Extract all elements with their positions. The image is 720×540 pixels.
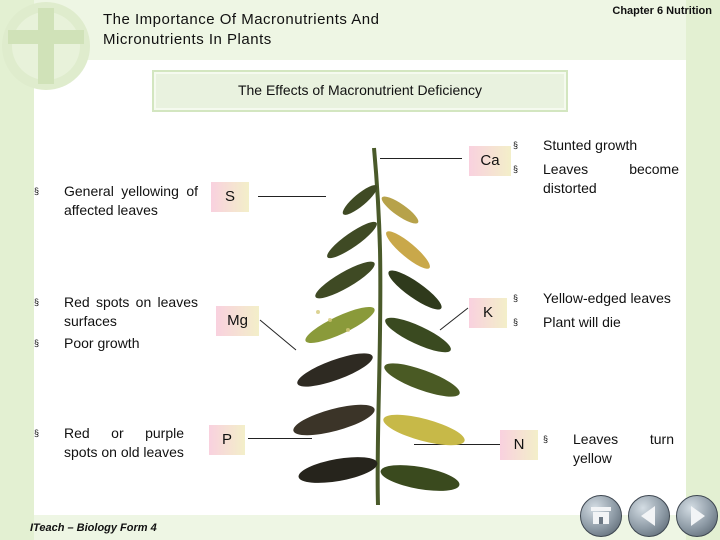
nutrient-tag-ca: Ca [469, 146, 511, 176]
banner-text: The Effects of Macronutrient Deficiency [237, 82, 483, 98]
list-item: §Leaves turn yellow [543, 431, 674, 466]
n-effects-list: §Leaves turn yellow [543, 430, 674, 468]
back-arrow-icon [641, 506, 655, 526]
nutrient-tag-n: N [500, 430, 538, 460]
home-button[interactable] [580, 495, 622, 537]
k-effects-list: §Yellow-edged leaves §Plant will die [513, 289, 703, 332]
list-item: §Yellow-edged leaves [513, 290, 671, 306]
bullet-icon: § [513, 164, 519, 174]
bullet-icon: § [34, 186, 40, 196]
forward-button[interactable] [676, 495, 718, 537]
right-margin-band [686, 0, 720, 540]
s-effects-list: §General yellowing of affected leaves [34, 182, 198, 220]
nutrient-tag-s: S [211, 182, 249, 212]
list-item: §Stunted growth [513, 137, 638, 153]
forward-arrow-icon [691, 506, 705, 526]
left-margin-band [0, 0, 34, 540]
section-banner: The Effects of Macronutrient Deficiency [152, 70, 568, 112]
nutrient-tag-k: K [469, 298, 507, 328]
chapter-label: Chapter 6 Nutrition [612, 5, 712, 17]
list-item: §Poor growth [34, 335, 140, 351]
leader-line-k [439, 307, 469, 331]
list-item: §Red or purple spots on old leaves [34, 425, 184, 460]
list-item: §General yellowing of affected leaves [34, 183, 198, 218]
nutrient-tag-p: P [209, 425, 245, 455]
leader-line-mg [259, 319, 297, 351]
bullet-icon: § [543, 434, 549, 444]
list-item: §Leaves become distorted [513, 161, 679, 196]
page-title-line-2: Micronutrients In Plants [103, 31, 272, 48]
leader-line-p [248, 438, 312, 439]
leader-line-ca [380, 158, 462, 159]
decorative-logo-icon [2, 2, 90, 90]
bullet-icon: § [513, 140, 519, 150]
nutrient-tag-mg: Mg [216, 306, 259, 336]
page-title-line-1: The Importance Of Macronutrients And [103, 11, 380, 28]
list-item: §Red spots on leaves surfaces [34, 294, 198, 329]
bullet-icon: § [513, 317, 519, 327]
content-panel [34, 60, 686, 515]
mg-effects-list: §Red spots on leaves surfaces §Poor grow… [34, 293, 198, 353]
bullet-icon: § [34, 297, 40, 307]
bullet-icon: § [34, 428, 40, 438]
home-icon [591, 507, 611, 524]
p-effects-list: §Red or purple spots on old leaves [34, 424, 184, 462]
bullet-icon: § [34, 338, 40, 348]
bullet-icon: § [513, 293, 519, 303]
list-item: §Plant will die [513, 314, 621, 330]
ca-effects-list: §Stunted growth §Leaves become distorted [513, 136, 679, 198]
footer-text: ITeach – Biology Form 4 [30, 522, 157, 534]
leader-line-s [258, 196, 326, 197]
plant-illustration [293, 147, 465, 506]
back-button[interactable] [628, 495, 670, 537]
page-title: The Importance Of Macronutrients And Mic… [103, 10, 379, 50]
